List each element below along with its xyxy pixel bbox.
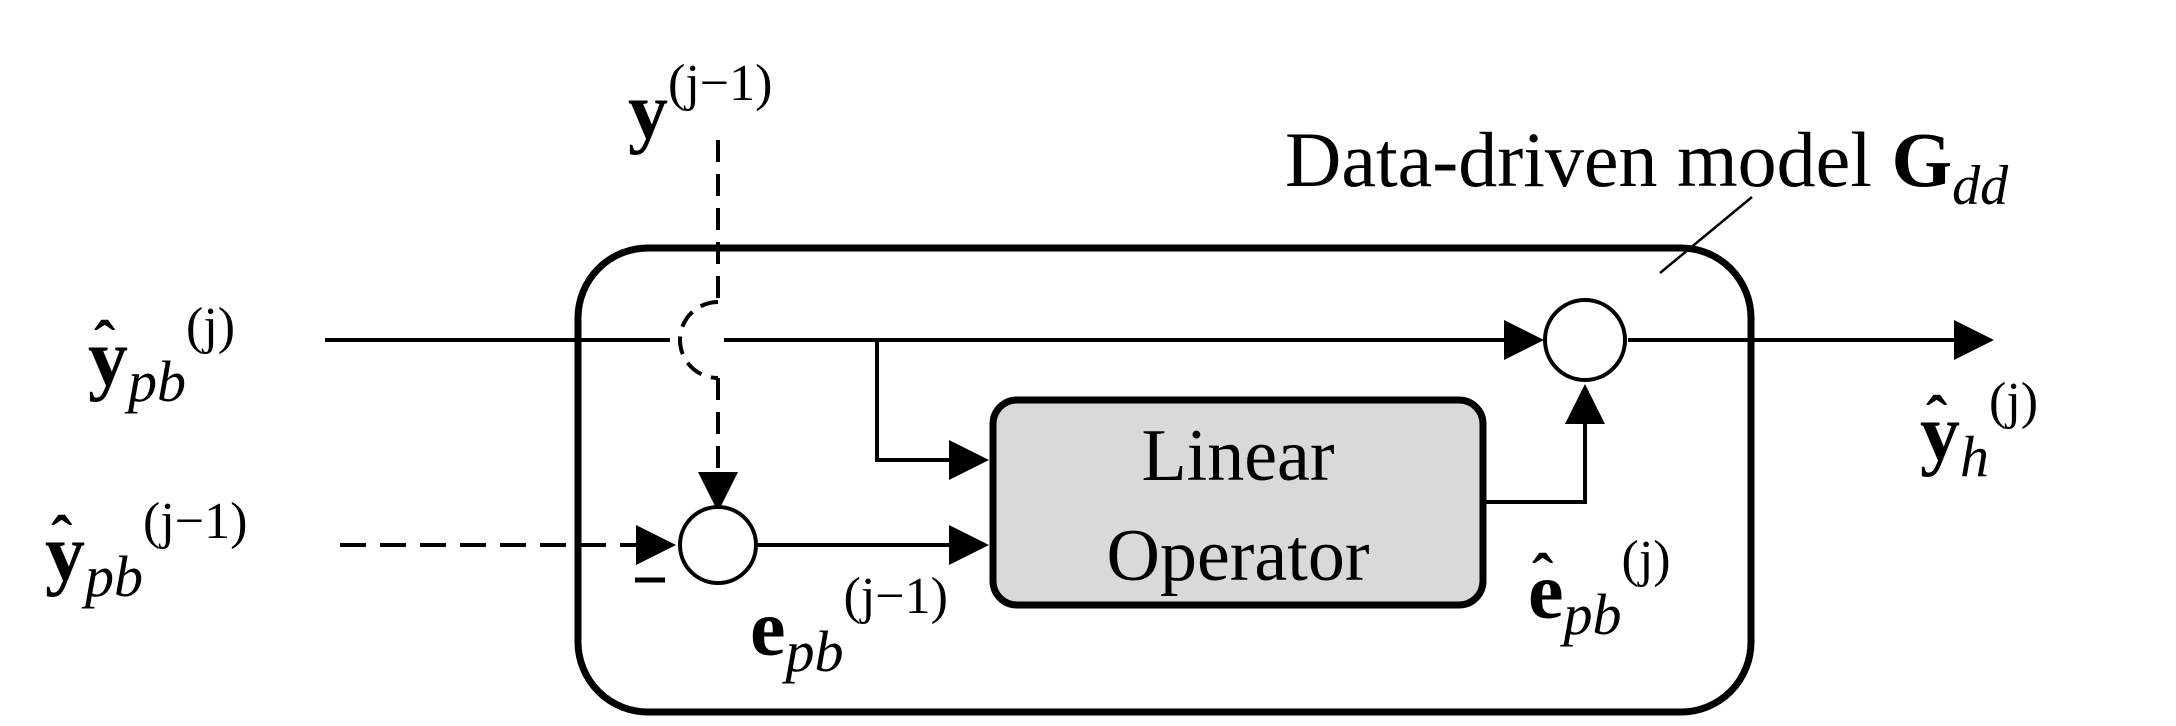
label-e-pb-prev: epb(j−1) [750,568,948,684]
operator-to-sum-line [1483,384,1605,504]
linear-operator-label-line2: Operator [1107,515,1370,597]
model-boundary [574,244,1755,716]
model-symbol: G [1891,116,1952,203]
label-e-pb-hat-j: epb(j) [1528,531,1671,647]
hat-y-h-hat-j: ˆ [1926,383,1947,454]
hat-e-pb-hat-j: ˆ [1532,541,1553,612]
hat-y-pb-hat-prev: ˆ [51,503,72,574]
model-title: Data-driven model Gdd [1285,116,2009,217]
title-pointer-line [1659,196,1753,274]
output-sum-junction [1543,298,1627,382]
label-y-pb-hat-j: ypb(j) [88,298,235,414]
hat-y-pb-hat-j: ˆ [94,308,115,379]
y-prev-hop [678,300,719,380]
linear-operator-label-line1: Linear [1141,415,1334,497]
error-sum-junction [678,505,758,585]
label-y-h-hat-j: yh(j) [1920,373,2038,489]
label-y-pb-hat-prev: ypb(j−1) [45,493,247,609]
branch-to-operator [875,340,989,480]
label-y-prev: y(j−1) [628,55,772,156]
